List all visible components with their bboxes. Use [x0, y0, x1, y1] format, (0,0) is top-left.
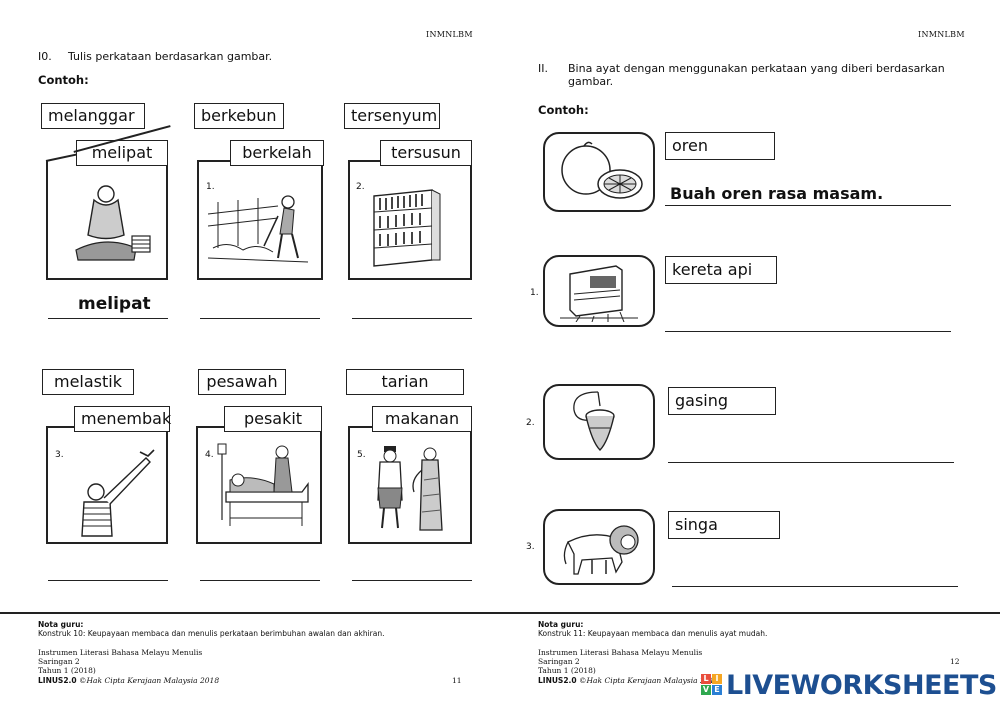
answer-line-1 [200, 318, 320, 320]
header-code-right: INMNLBM [918, 30, 965, 39]
header-code-left: INMNLBM [426, 30, 473, 39]
word-top-pesawah: pesawah [198, 369, 286, 395]
answer-line-example [48, 318, 168, 320]
word-bottom-berkelah: berkelah [230, 140, 324, 166]
footer-left-line3: Tahun 1 (2018) [38, 666, 96, 675]
footer-right-page-number: 12 [950, 657, 960, 666]
card-number-1: 1. [206, 182, 215, 192]
word-gasing: gasing [668, 387, 776, 415]
man-gardening-picture [208, 195, 309, 263]
boy-slingshot-picture [81, 449, 155, 537]
question-11-instruction-line1: Bina ayat dengan menggunakan perkataan y… [568, 62, 945, 75]
word-top-melastik: melastik [42, 369, 134, 395]
liveworksheets-logo-text: LIVEWORKSHEETS [726, 670, 997, 701]
question-10-instruction: Tulis perkataan berdasarkan gambar. [68, 50, 273, 63]
traditional-dancers-picture [377, 446, 443, 531]
question-10-number: I0. [38, 50, 52, 63]
footer-right-copyright: LINUS2.0 ©Hak Cipta Kerajaan Malaysia 20… [538, 676, 719, 685]
card-number-2: 2. [356, 182, 365, 192]
woman-folding-clothes-picture [75, 185, 151, 261]
liveworksheets-logo-squares: L I V E [701, 674, 722, 695]
right-number-2: 2. [526, 418, 535, 428]
footer-left-nota-label: Nota guru: [38, 620, 84, 629]
footer-left-line2: Saringan 2 [38, 657, 80, 666]
footer-right-linus: LINUS2.0 [538, 676, 577, 685]
question-11-number: II. [538, 62, 548, 75]
question-11-instruction-line2: gambar. [568, 75, 614, 88]
logo-square-l: L [701, 674, 711, 684]
logo-square-e: E [712, 685, 722, 695]
word-bottom-pesakit: pesakit [224, 406, 322, 432]
right-number-1: 1. [530, 288, 539, 298]
footer-left-nota-text: Konstruk 10: Keupayaan membaca dan menul… [38, 629, 385, 638]
footer-left-page-number: 11 [452, 676, 462, 685]
spinning-top-picture [573, 391, 615, 451]
bookshelf-picture [373, 189, 441, 267]
footer-right-line2: Saringan 2 [538, 657, 580, 666]
hospital-patient-picture [217, 443, 309, 526]
footer-right-copyright-text: ©Hak Cipta Kerajaan Malaysia 2018 [576, 676, 720, 685]
word-oren: oren [665, 132, 775, 160]
word-kereta-api: kereta api [665, 256, 777, 284]
answer-line-3 [48, 580, 168, 582]
word-bottom-melipat: melipat [76, 140, 168, 166]
footer-divider [0, 612, 1000, 614]
card-number-5: 5. [357, 450, 366, 460]
word-top-tersenyum: tersenyum [344, 103, 440, 129]
card-number-3: 3. [55, 450, 64, 460]
word-bottom-menembak: menembak [74, 406, 171, 432]
answer-line-4 [200, 580, 320, 582]
footer-left-linus: LINUS2.0 [38, 676, 77, 685]
word-top-melanggar: melanggar [41, 103, 145, 129]
footer-right-line3: Tahun 1 (2018) [538, 666, 596, 675]
answer-line-right-3 [672, 586, 958, 588]
right-number-3: 3. [526, 542, 535, 552]
word-top-berkebun: berkebun [194, 103, 284, 129]
footer-right-nota-label: Nota guru: [538, 620, 584, 629]
word-top-tarian: tarian [346, 369, 464, 395]
word-singa: singa [668, 511, 780, 539]
answer-line-right-2 [668, 462, 954, 464]
logo-square-i: I [712, 674, 722, 684]
orange-fruit-picture [561, 141, 643, 199]
word-bottom-makanan: makanan [372, 406, 472, 432]
answer-sentence-example: Buah oren rasa masam. [670, 184, 884, 203]
footer-left-copyright: LINUS2.0 ©Hak Cipta Kerajaan Malaysia 20… [38, 676, 219, 685]
answer-line-right-1 [665, 331, 951, 333]
footer-left-line1: Instrumen Literasi Bahasa Melayu Menulis [38, 648, 203, 657]
train-picture [560, 265, 638, 322]
logo-square-v: V [701, 685, 711, 695]
card-number-4: 4. [205, 450, 214, 460]
word-bottom-tersusun: tersusun [380, 140, 472, 166]
example-label-right: Contoh: [538, 103, 589, 117]
answer-line-5 [352, 580, 472, 582]
answer-line-2 [352, 318, 472, 320]
footer-right-line1: Instrumen Literasi Bahasa Melayu Menulis [538, 648, 703, 657]
lion-picture [563, 525, 639, 575]
answer-line-right-example [665, 205, 951, 207]
example-label-left: Contoh: [38, 73, 89, 87]
answer-text-example: melipat [78, 294, 151, 314]
footer-right-nota-text: Konstruk 11: Keupayaan membaca dan menul… [538, 629, 768, 638]
footer-left-copyright-text: ©Hak Cipta Kerajaan Malaysia 2018 [76, 676, 220, 685]
